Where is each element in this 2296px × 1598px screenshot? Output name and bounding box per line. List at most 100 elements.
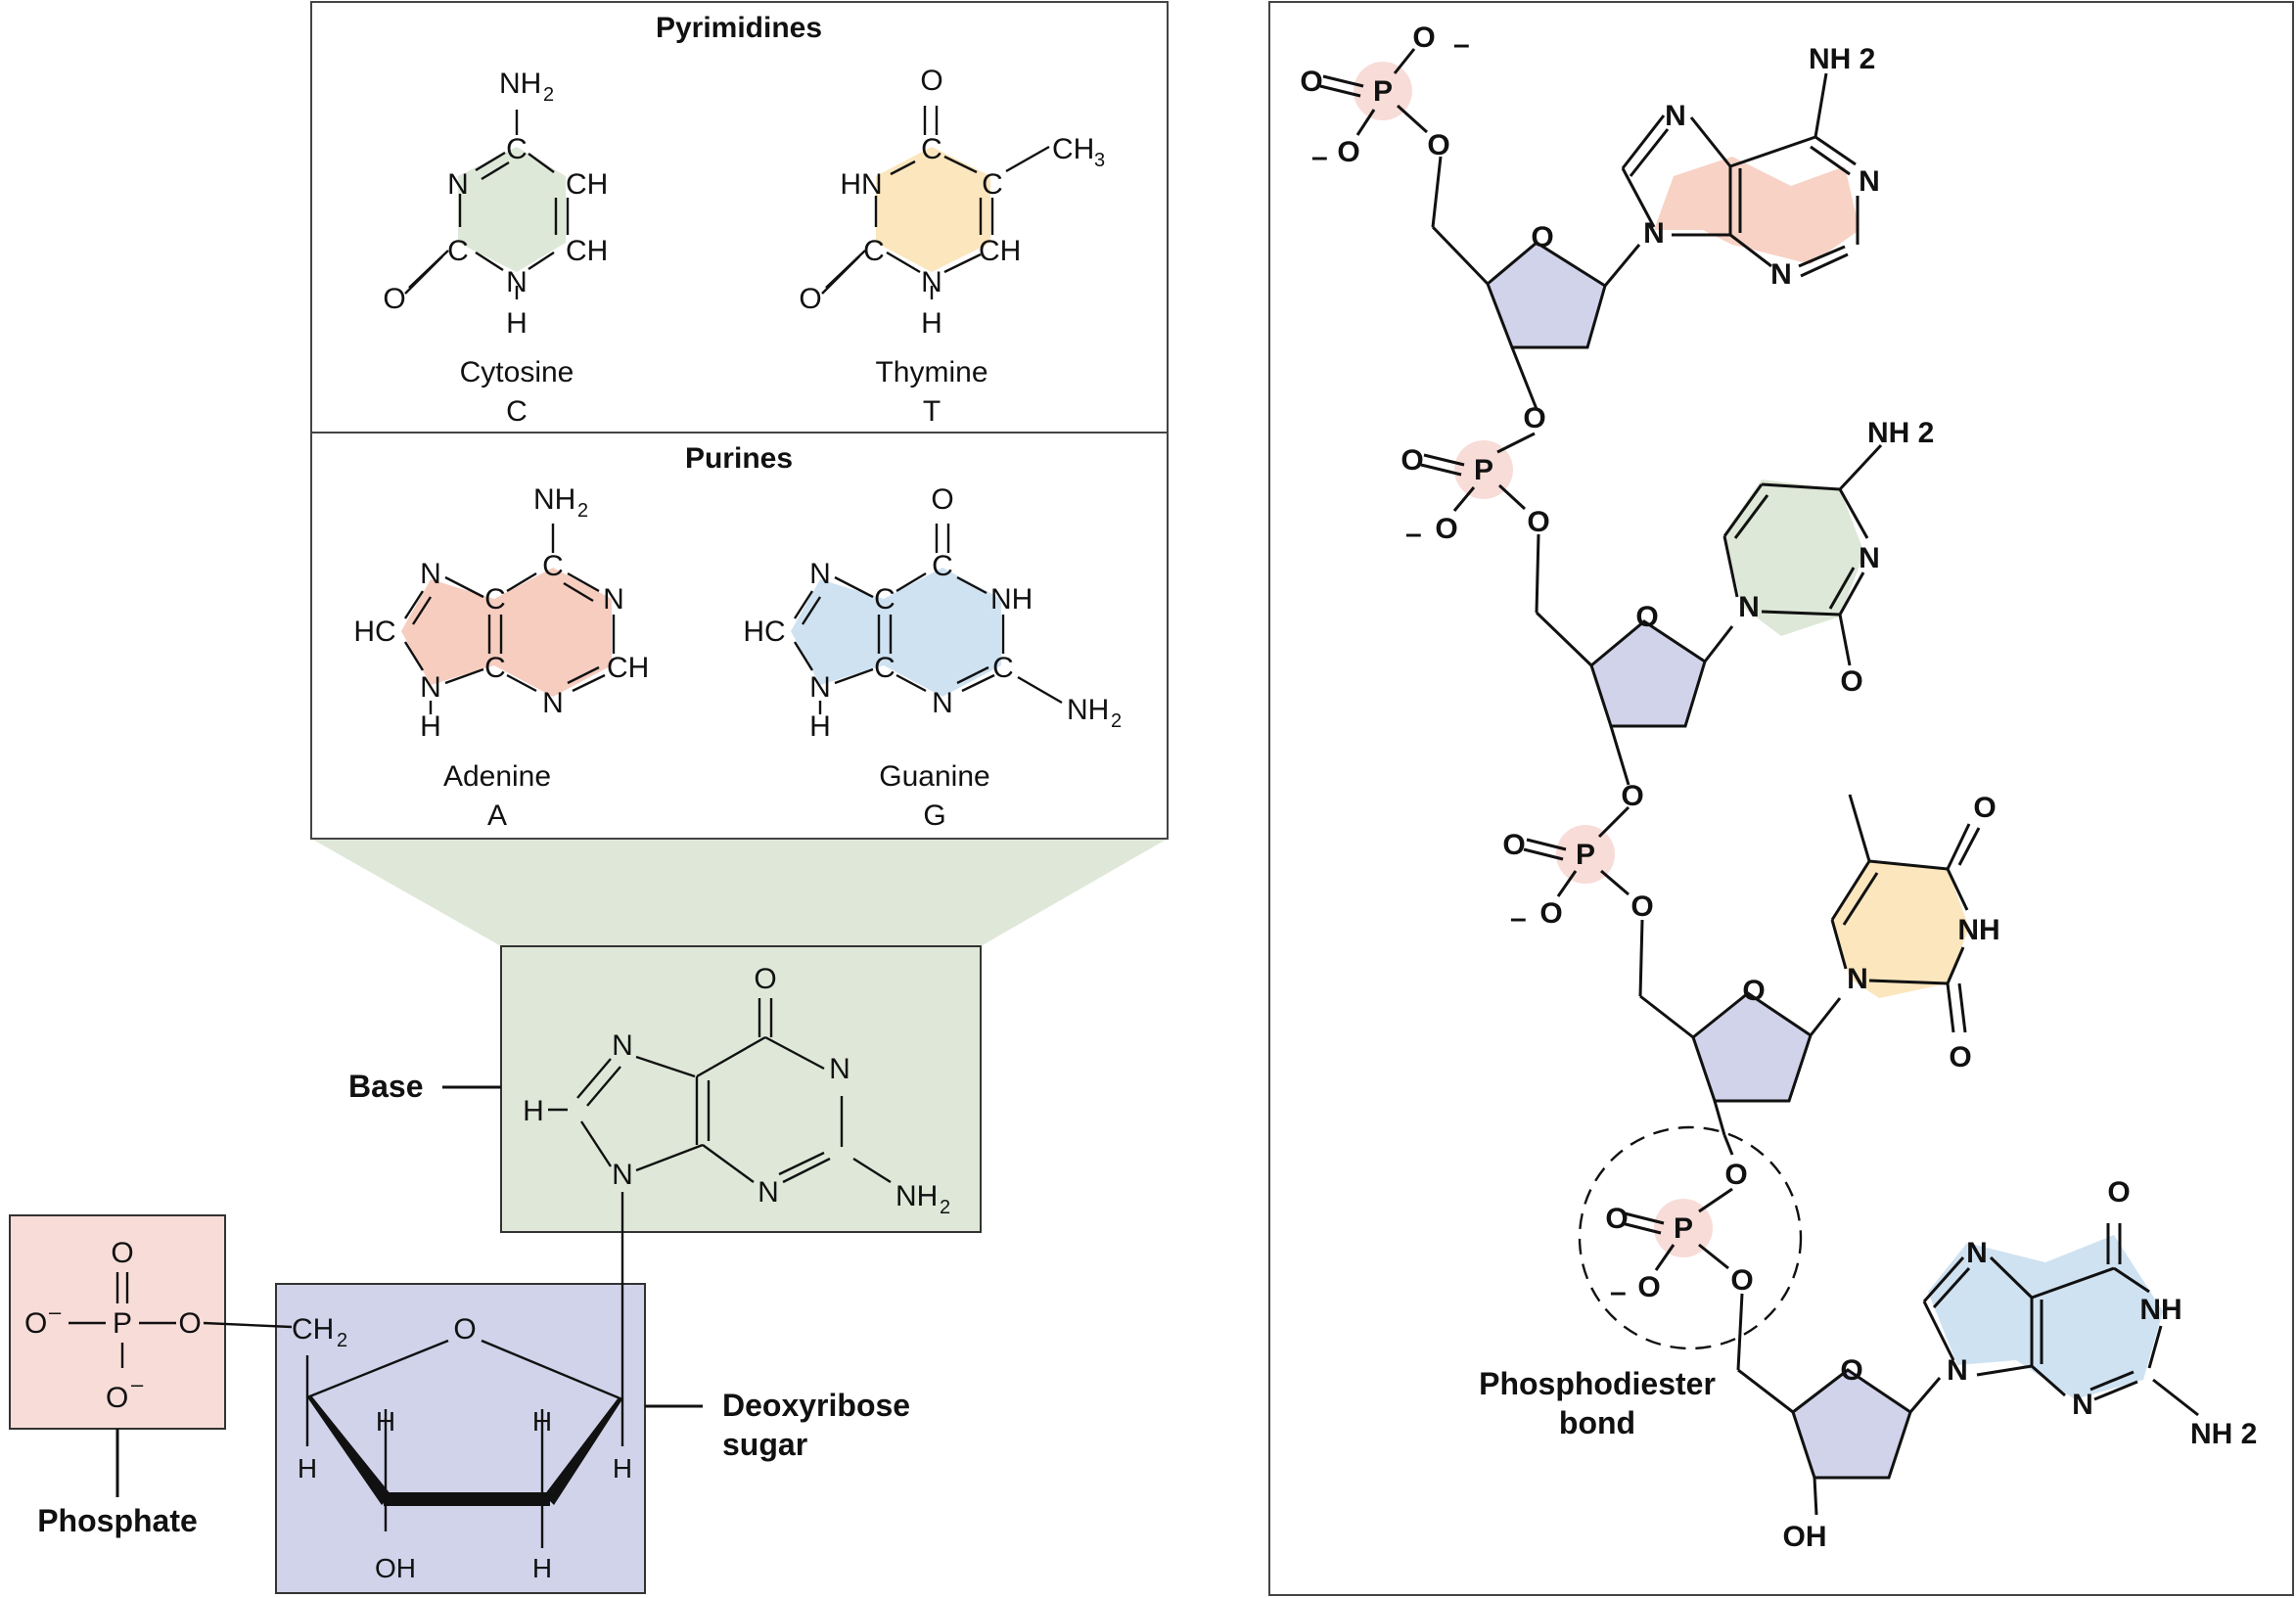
svg-text:O: O <box>1630 890 1653 923</box>
svg-text:N: N <box>2072 1389 2093 1421</box>
svg-text:NH: NH <box>1067 694 1109 726</box>
sugar-label-line1: Deoxyribose <box>722 1388 910 1423</box>
svg-text:P: P <box>1576 839 1595 871</box>
svg-text:O: O <box>2107 1176 2130 1209</box>
svg-text:O: O <box>178 1307 201 1340</box>
svg-text:H: H <box>921 307 942 340</box>
chain-nucleotide-adenine: P O O– O– O O N N N N NH 2 <box>1300 22 1880 410</box>
phosphate-label: Phosphate <box>37 1503 198 1538</box>
svg-text:C: C <box>982 168 1003 201</box>
svg-text:O: O <box>1401 444 1423 477</box>
svg-text:CH: CH <box>1052 133 1094 165</box>
pyrimidines-title: Pyrimidines <box>656 12 822 44</box>
svg-text:O: O <box>1502 829 1525 861</box>
svg-text:N: N <box>921 266 942 298</box>
svg-text:O: O <box>1840 1354 1862 1387</box>
svg-text:OH: OH <box>1783 1521 1827 1553</box>
pyrimidines-box <box>310 1 1169 434</box>
svg-text:NH: NH <box>1957 914 1999 946</box>
svg-text:O: O <box>1427 129 1449 161</box>
svg-text:3: 3 <box>1094 150 1105 171</box>
svg-text:C: C <box>447 235 469 267</box>
svg-text:N: N <box>612 1029 633 1062</box>
svg-text:C: C <box>874 652 895 684</box>
svg-text:O: O <box>799 283 821 315</box>
svg-text:C: C <box>932 550 953 582</box>
svg-text:P: P <box>1674 1212 1693 1245</box>
svg-text:N: N <box>1859 165 1880 198</box>
svg-text:N: N <box>1966 1237 1988 1269</box>
svg-text:N: N <box>1665 100 1686 132</box>
cytosine-letter: C <box>506 395 528 428</box>
svg-text:N: N <box>809 558 831 590</box>
svg-text:N: N <box>1859 542 1880 574</box>
purines-title: Purines <box>685 442 793 475</box>
svg-text:NH 2: NH 2 <box>2190 1418 2257 1450</box>
svg-text:C: C <box>506 133 528 165</box>
svg-text:O: O <box>1637 1271 1660 1303</box>
svg-text:CH: CH <box>566 235 608 267</box>
svg-text:HC: HC <box>353 616 395 648</box>
svg-text:C: C <box>863 235 885 267</box>
svg-text:N: N <box>603 583 624 616</box>
svg-text:O: O <box>1605 1203 1628 1235</box>
adenine-name: Adenine <box>443 760 551 793</box>
svg-text:CH: CH <box>607 652 649 684</box>
svg-text:HC: HC <box>743 616 785 648</box>
svg-text:O: O <box>1527 506 1549 538</box>
adenine-letter: A <box>487 799 507 832</box>
svg-text:N: N <box>1643 217 1665 250</box>
svg-text:O: O <box>931 483 953 516</box>
svg-text:H: H <box>523 1095 544 1127</box>
svg-text:NH 2: NH 2 <box>1809 43 1875 75</box>
svg-text:H: H <box>298 1453 317 1484</box>
svg-text:O: O <box>111 1237 133 1269</box>
chain-phosphate-3: P O O O– O <box>1502 780 1654 997</box>
svg-text:H: H <box>376 1406 395 1437</box>
svg-text:OH: OH <box>375 1553 416 1583</box>
svg-text:O: O <box>1635 601 1658 633</box>
svg-text:–: – <box>1610 1276 1627 1308</box>
phosphodiester-circle <box>1578 1125 1803 1350</box>
phosphodiester-label-line1: Phosphodiester <box>1479 1366 1716 1401</box>
svg-text:O: O <box>1435 513 1457 545</box>
svg-text:O: O <box>754 963 776 995</box>
svg-text:N: N <box>420 671 441 704</box>
svg-text:N: N <box>1770 258 1792 291</box>
svg-text:NH: NH <box>990 583 1033 616</box>
phosphate-box <box>9 1214 226 1430</box>
svg-text:–: – <box>131 1372 144 1396</box>
svg-text:C: C <box>921 133 942 165</box>
chain-nucleotide-thymine: O N O NH O <box>1639 792 2000 1136</box>
svg-text:N: N <box>1738 591 1760 623</box>
svg-text:–: – <box>1510 902 1527 935</box>
svg-text:C: C <box>992 652 1014 684</box>
svg-text:CH: CH <box>979 235 1021 267</box>
svg-text:2: 2 <box>337 1330 347 1351</box>
sugar-label-line2: sugar <box>722 1427 807 1462</box>
svg-text:C: C <box>874 583 895 616</box>
svg-text:O: O <box>1840 665 1862 698</box>
svg-text:H: H <box>506 307 528 340</box>
svg-text:O: O <box>1730 1264 1753 1297</box>
svg-text:O: O <box>1621 780 1643 812</box>
cytosine-name: Cytosine <box>460 356 574 388</box>
svg-text:O: O <box>1949 1041 1971 1073</box>
svg-text:N: N <box>506 266 528 298</box>
svg-text:N: N <box>932 687 953 719</box>
base-label: Base <box>348 1069 424 1104</box>
svg-text:O: O <box>1973 792 1996 824</box>
svg-text:N: N <box>829 1053 850 1085</box>
svg-text:O: O <box>1523 402 1545 434</box>
thymine-name: Thymine <box>875 356 987 388</box>
base-box <box>500 945 982 1233</box>
svg-text:2: 2 <box>940 1197 950 1218</box>
svg-text:C: C <box>542 550 564 582</box>
svg-text:O: O <box>383 283 405 315</box>
svg-text:–: – <box>1453 28 1470 61</box>
svg-text:N: N <box>758 1176 779 1209</box>
